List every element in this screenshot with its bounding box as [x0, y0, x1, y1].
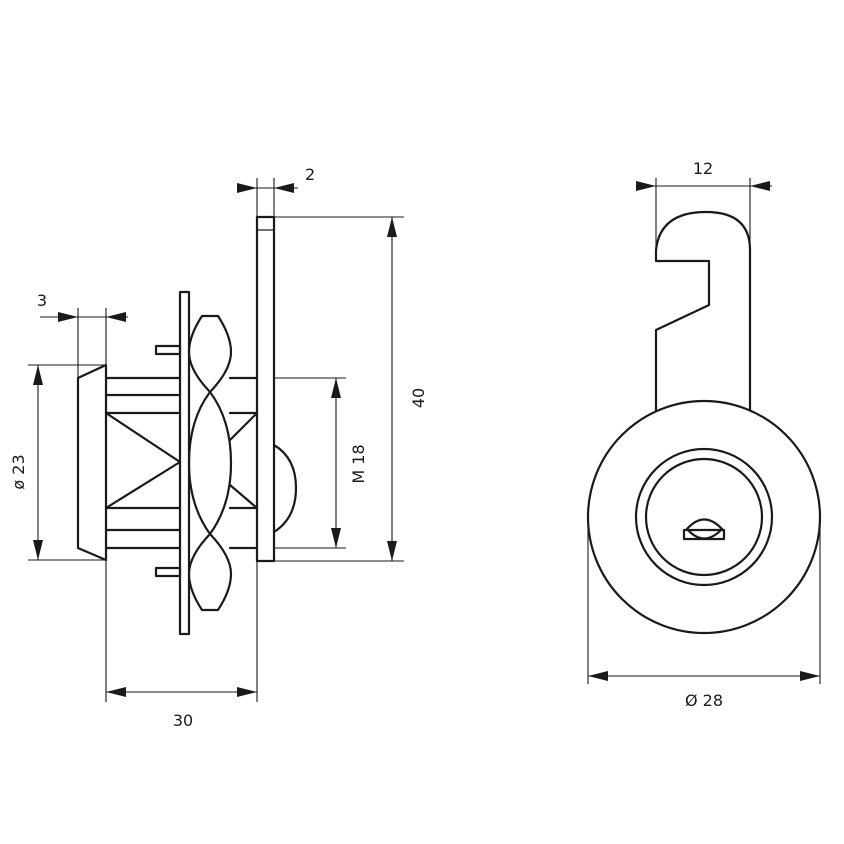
label-diameter-front: ø 23	[9, 454, 28, 489]
mounting-plate	[255, 215, 276, 563]
label-height: 40	[409, 388, 428, 408]
label-diameter-side: Ø 28	[685, 691, 723, 710]
cylinder-outer-ring	[634, 447, 774, 587]
lock-barrel	[104, 376, 182, 550]
washer-plate	[178, 290, 191, 636]
lock-barrel-rear	[228, 376, 259, 550]
label-length: 30	[173, 711, 193, 730]
label-top-thickness: 2	[305, 165, 315, 184]
keyway-icon	[682, 518, 726, 541]
dimension-labels: 2 12 3 40 M 18 ø 23 30 Ø 28	[9, 159, 723, 730]
side-view	[76, 215, 298, 636]
label-thread: M 18	[349, 444, 368, 483]
rear-stub	[272, 443, 298, 534]
label-cam-width: 12	[693, 159, 713, 178]
outer-body	[586, 399, 822, 635]
dimension-lines	[28, 178, 821, 702]
label-rim-thickness: 3	[37, 291, 47, 310]
pins	[154, 344, 182, 578]
cam-latch	[654, 210, 752, 412]
hex-nut	[187, 314, 233, 612]
cylinder-inner-ring	[644, 457, 764, 577]
front-view	[586, 210, 822, 635]
front-rim	[76, 363, 108, 562]
